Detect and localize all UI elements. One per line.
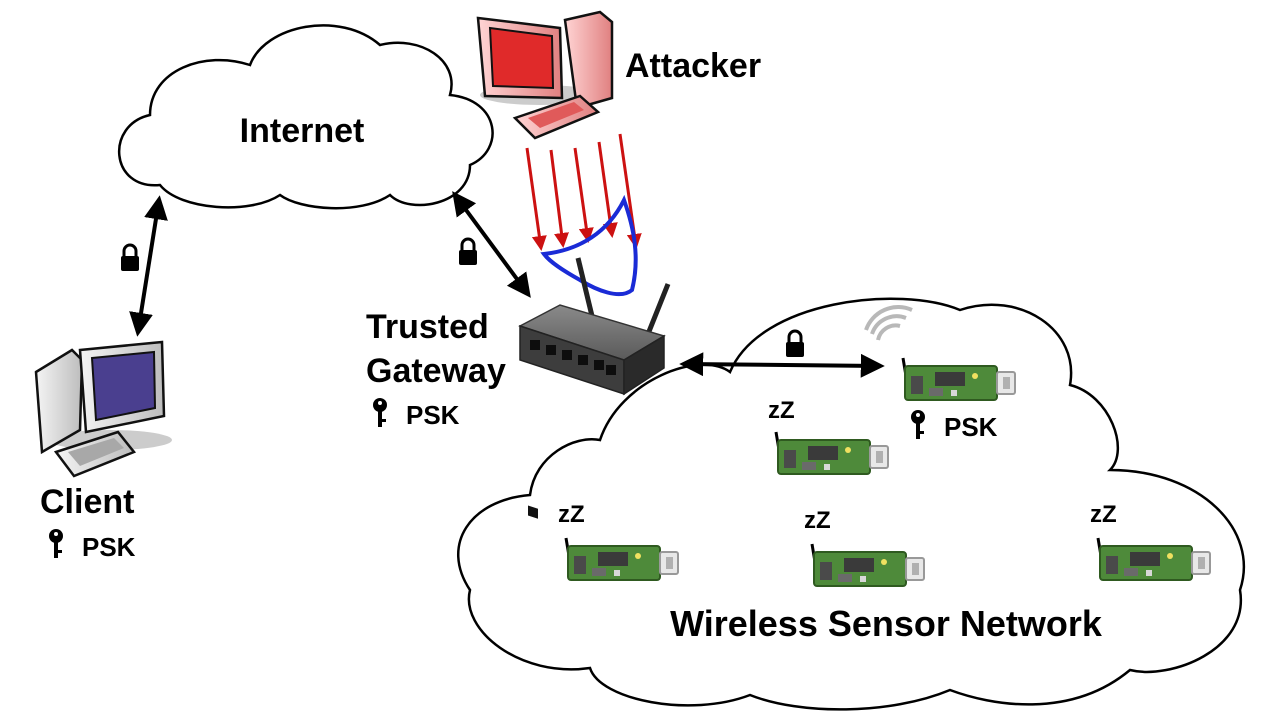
attacker-label: Attacker	[625, 47, 761, 85]
key-icon	[373, 398, 387, 427]
internet-gateway-arrow	[452, 191, 531, 298]
internet-cloud	[117, 24, 494, 210]
sleep-indicator: zZ	[768, 397, 795, 424]
gateway-psk-label: PSK	[406, 400, 460, 430]
client-internet-arrow	[129, 195, 168, 337]
client-psk-label: PSK	[82, 532, 136, 562]
gateway-label-line2: Gateway	[366, 352, 506, 390]
wsn-label: Wireless Sensor Network	[670, 603, 1103, 644]
attacker-computer-icon	[476, 10, 614, 140]
padlock-icon	[119, 243, 141, 273]
gateway-label-line1: Trusted	[366, 308, 489, 346]
padlock-icon	[457, 237, 479, 267]
attack-arrows	[525, 133, 642, 251]
sleep-indicator: zZ	[558, 501, 585, 528]
client-label: Client	[40, 483, 134, 521]
gateway-router-icon	[518, 257, 671, 519]
client-computer-icon	[34, 340, 172, 478]
shield-icon	[540, 194, 638, 297]
sleep-indicator: zZ	[804, 507, 831, 534]
gateway-sensor-arrow	[679, 352, 885, 378]
wifi-signal-icon	[864, 305, 913, 341]
key-icon	[49, 529, 63, 558]
sensor-psk-label: PSK	[944, 412, 998, 442]
wsn-cloud	[457, 297, 1246, 711]
internet-label: Internet	[240, 112, 365, 150]
sleep-indicator: zZ	[1090, 501, 1117, 528]
